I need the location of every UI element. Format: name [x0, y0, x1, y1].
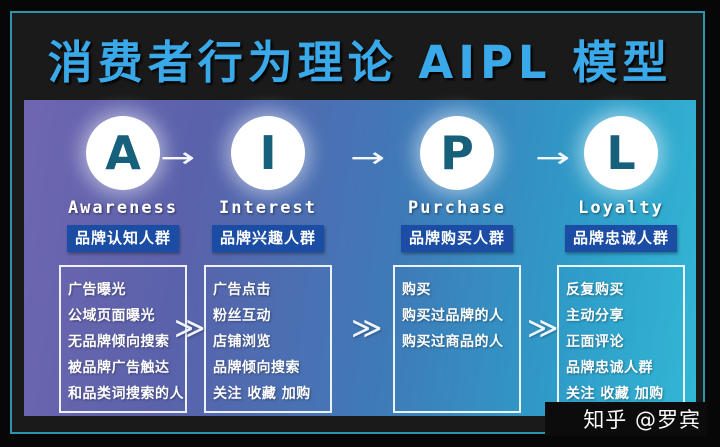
stage-circle-p: P [420, 116, 494, 190]
behavior-item: 广告曝光 [68, 282, 126, 298]
aipl-column-loyalty: L Loyalty 品牌忠诚人群 反复购买 主动分享 正面评论 品牌忠诚人群 关… [555, 100, 687, 416]
audience-badge-loyalty: 品牌忠诚人群 [564, 225, 677, 252]
behavior-item: 无品牌倾向搜索 [68, 334, 170, 350]
behavior-item: 购买过商品的人 [402, 334, 504, 350]
audience-badge-purchase: 品牌购买人群 [400, 225, 513, 252]
behavior-item: 被品牌广告触达 [68, 360, 170, 376]
behavior-item: 关注 收藏 加购 [213, 386, 311, 402]
behavior-item: 品牌忠诚人群 [566, 360, 653, 376]
stage-letter-l: L [606, 126, 636, 180]
aipl-column-purchase: P Purchase 品牌购买人群 购买 购买过品牌的人 购买过商品的人 [391, 100, 523, 416]
stage-circle-a: A [86, 116, 160, 190]
double-chevron-icon: ≫ [527, 311, 559, 346]
behavior-list-interest: 广告点击 粉丝互动 店铺浏览 品牌倾向搜索 关注 收藏 加购 [204, 265, 332, 413]
behavior-list-purchase: 购买 购买过品牌的人 购买过商品的人 [393, 265, 521, 413]
arrow-right-icon: → [160, 141, 196, 174]
zhihu-watermark: 知乎 @罗宾 [545, 402, 707, 436]
behavior-item: 品牌倾向搜索 [213, 360, 300, 376]
arrow-right-icon: → [535, 141, 571, 174]
stage-name-awareness: Awareness [67, 198, 179, 218]
audience-badge-interest: 品牌兴趣人群 [211, 225, 324, 252]
stage-name-purchase: Purchase [408, 198, 506, 218]
behavior-list-awareness: 广告曝光 公域页面曝光 无品牌倾向搜索 被品牌广告触达 和品类词搜索的人 [59, 265, 187, 413]
stage-letter-i: I [259, 126, 277, 180]
behavior-item: 粉丝互动 [213, 308, 271, 324]
behavior-item: 反复购买 [566, 282, 624, 298]
stage-name-interest: Interest [219, 198, 317, 218]
watermark-text: 知乎 @罗宾 [583, 408, 701, 432]
stage-circle-i: I [231, 116, 305, 190]
behavior-list-loyalty: 反复购买 主动分享 正面评论 品牌忠诚人群 关注 收藏 加购 [557, 265, 685, 413]
behavior-item: 购买 [402, 282, 431, 298]
arrow-right-icon: → [350, 141, 386, 174]
stage-letter-p: P [440, 126, 474, 180]
behavior-item: 广告点击 [213, 282, 271, 298]
behavior-item: 主动分享 [566, 308, 624, 324]
aipl-panel: A Awareness 品牌认知人群 广告曝光 公域页面曝光 无品牌倾向搜索 被… [24, 100, 696, 416]
stage-letter-a: A [105, 126, 141, 180]
behavior-item: 店铺浏览 [213, 334, 271, 350]
behavior-item: 正面评论 [566, 334, 624, 350]
aipl-column-awareness: A Awareness 品牌认知人群 广告曝光 公域页面曝光 无品牌倾向搜索 被… [57, 100, 189, 416]
page-title: 消费者行为理论 AIPL 模型 [47, 36, 673, 89]
behavior-item: 和品类词搜索的人 [68, 386, 184, 402]
behavior-item: 购买过品牌的人 [402, 308, 504, 324]
audience-badge-awareness: 品牌认知人群 [66, 225, 179, 252]
stage-circle-l: L [584, 116, 658, 190]
aipl-column-interest: I Interest 品牌兴趣人群 广告点击 粉丝互动 店铺浏览 品牌倾向搜索 … [202, 100, 334, 416]
behavior-item: 关注 收藏 加购 [566, 386, 664, 402]
stage-name-loyalty: Loyalty [578, 198, 664, 218]
double-chevron-icon: ≫ [174, 311, 206, 346]
double-chevron-icon: ≫ [351, 311, 383, 346]
behavior-item: 公域页面曝光 [68, 308, 155, 324]
